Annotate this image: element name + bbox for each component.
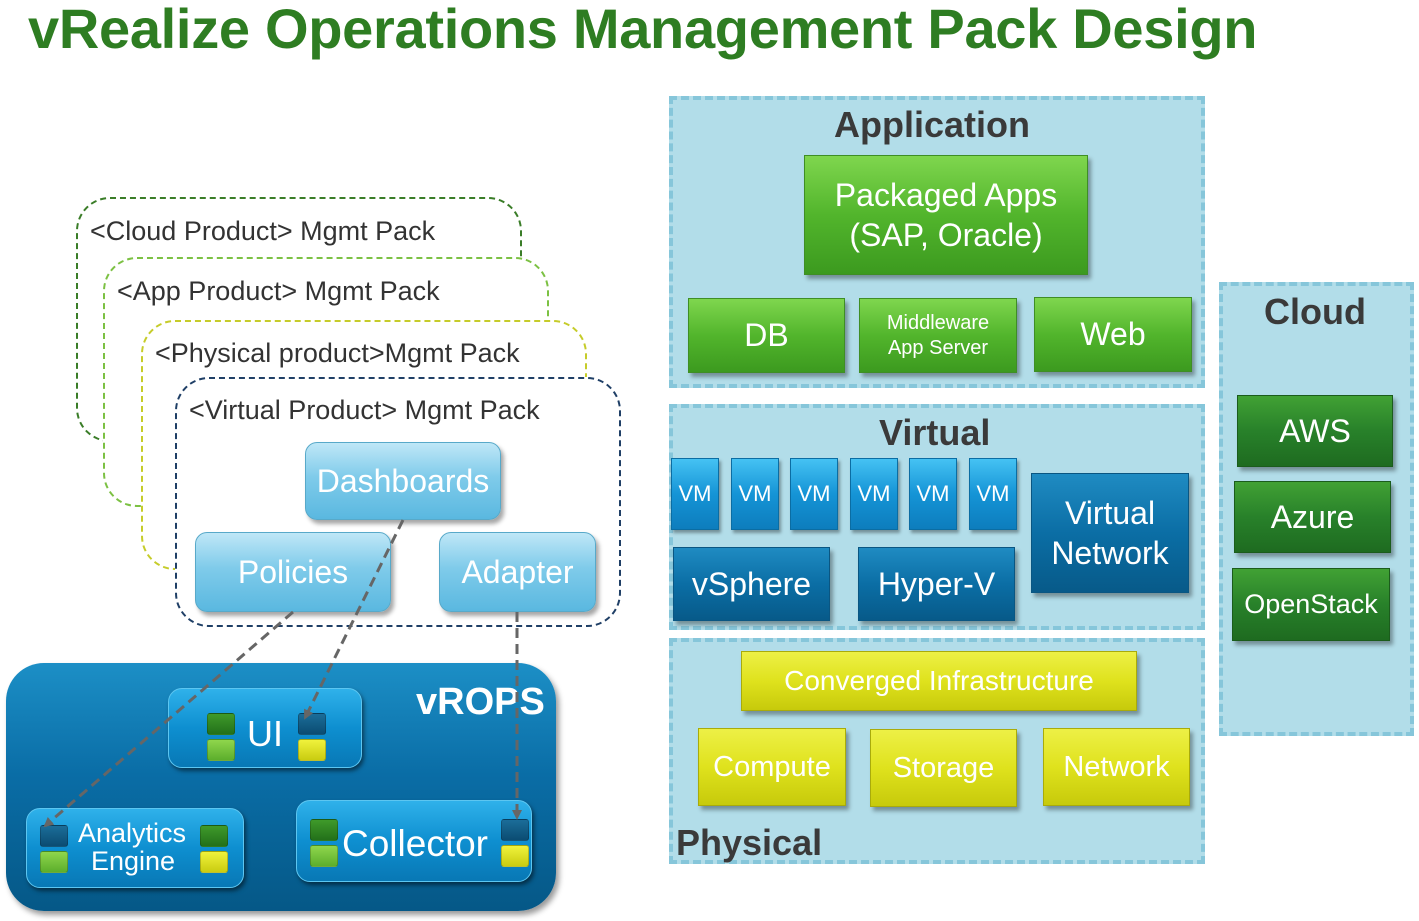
policies-box[interactable]: Policies — [195, 532, 391, 612]
storage-box[interactable]: Storage — [870, 729, 1017, 807]
pack-physical-label: <Physical product>Mgmt Pack — [155, 338, 520, 368]
analytics-engine-component[interactable]: Analytics Engine — [26, 808, 244, 888]
navy-square-icon — [40, 825, 68, 847]
db-box[interactable]: DB — [688, 298, 845, 373]
analytics-label-line1: Analytics — [78, 818, 187, 848]
cloud-title: Cloud — [1264, 291, 1366, 332]
converged-infrastructure-box[interactable]: Converged Infrastructure — [741, 651, 1137, 711]
middleware-box[interactable]: Middleware App Server — [859, 298, 1017, 373]
vm-box-5[interactable]: VM — [909, 458, 957, 530]
vm-box-2[interactable]: VM — [731, 458, 779, 530]
virtual-title: Virtual — [879, 412, 991, 453]
light-green-square-icon — [40, 851, 68, 873]
collector-component[interactable]: Collector — [296, 800, 532, 882]
vsphere-box[interactable]: vSphere — [673, 547, 830, 621]
dark-green-square-icon — [207, 713, 235, 735]
vrops-label: vROPS — [416, 681, 545, 723]
network-box[interactable]: Network — [1043, 728, 1190, 806]
physical-title: Physical — [676, 822, 823, 863]
yellow-square-icon — [298, 739, 326, 761]
virtual-network-line2: Network — [1051, 535, 1169, 571]
pack-virtual-label: <Virtual Product> Mgmt Pack — [189, 395, 540, 425]
virtual-network-box[interactable]: Virtual Network — [1031, 473, 1189, 593]
light-green-square-icon — [207, 739, 235, 761]
aws-box[interactable]: AWS — [1237, 395, 1393, 467]
analytics-label-line2: Engine — [91, 846, 176, 876]
compute-box[interactable]: Compute — [698, 728, 846, 806]
openstack-box[interactable]: OpenStack — [1232, 568, 1390, 641]
navy-square-icon — [501, 819, 529, 841]
web-box[interactable]: Web — [1034, 297, 1192, 372]
dashboards-box[interactable]: Dashboards — [305, 442, 501, 520]
yellow-square-icon — [200, 851, 228, 873]
packaged-apps-box[interactable]: Packaged Apps (SAP, Oracle) — [804, 155, 1088, 275]
yellow-square-icon — [501, 845, 529, 867]
navy-square-icon — [298, 713, 326, 735]
vm-box-6[interactable]: VM — [969, 458, 1017, 530]
azure-box[interactable]: Azure — [1234, 481, 1391, 553]
dark-green-square-icon — [310, 819, 338, 841]
ui-component[interactable]: UI — [168, 688, 362, 768]
packaged-apps-line2: (SAP, Oracle) — [849, 217, 1043, 253]
pack-cloud-label: <Cloud Product> Mgmt Pack — [90, 216, 436, 246]
collector-label: Collector — [342, 823, 488, 864]
ui-label: UI — [247, 713, 283, 754]
middleware-line2: App Server — [887, 336, 989, 359]
vm-box-1[interactable]: VM — [671, 458, 719, 530]
page-title: vRealize Operations Management Pack Desi… — [28, 0, 1258, 60]
packaged-apps-line1: Packaged Apps — [834, 177, 1058, 213]
dark-green-square-icon — [200, 825, 228, 847]
virtual-network-line1: Virtual — [1064, 495, 1156, 531]
application-title: Application — [834, 104, 1030, 145]
hyperv-box[interactable]: Hyper-V — [858, 547, 1015, 621]
light-green-square-icon — [310, 845, 338, 867]
adapter-box[interactable]: Adapter — [439, 532, 596, 612]
vm-box-3[interactable]: VM — [790, 458, 838, 530]
vm-box-4[interactable]: VM — [850, 458, 898, 530]
pack-app-label: <App Product> Mgmt Pack — [117, 276, 440, 306]
middleware-line1: Middleware — [886, 311, 990, 334]
